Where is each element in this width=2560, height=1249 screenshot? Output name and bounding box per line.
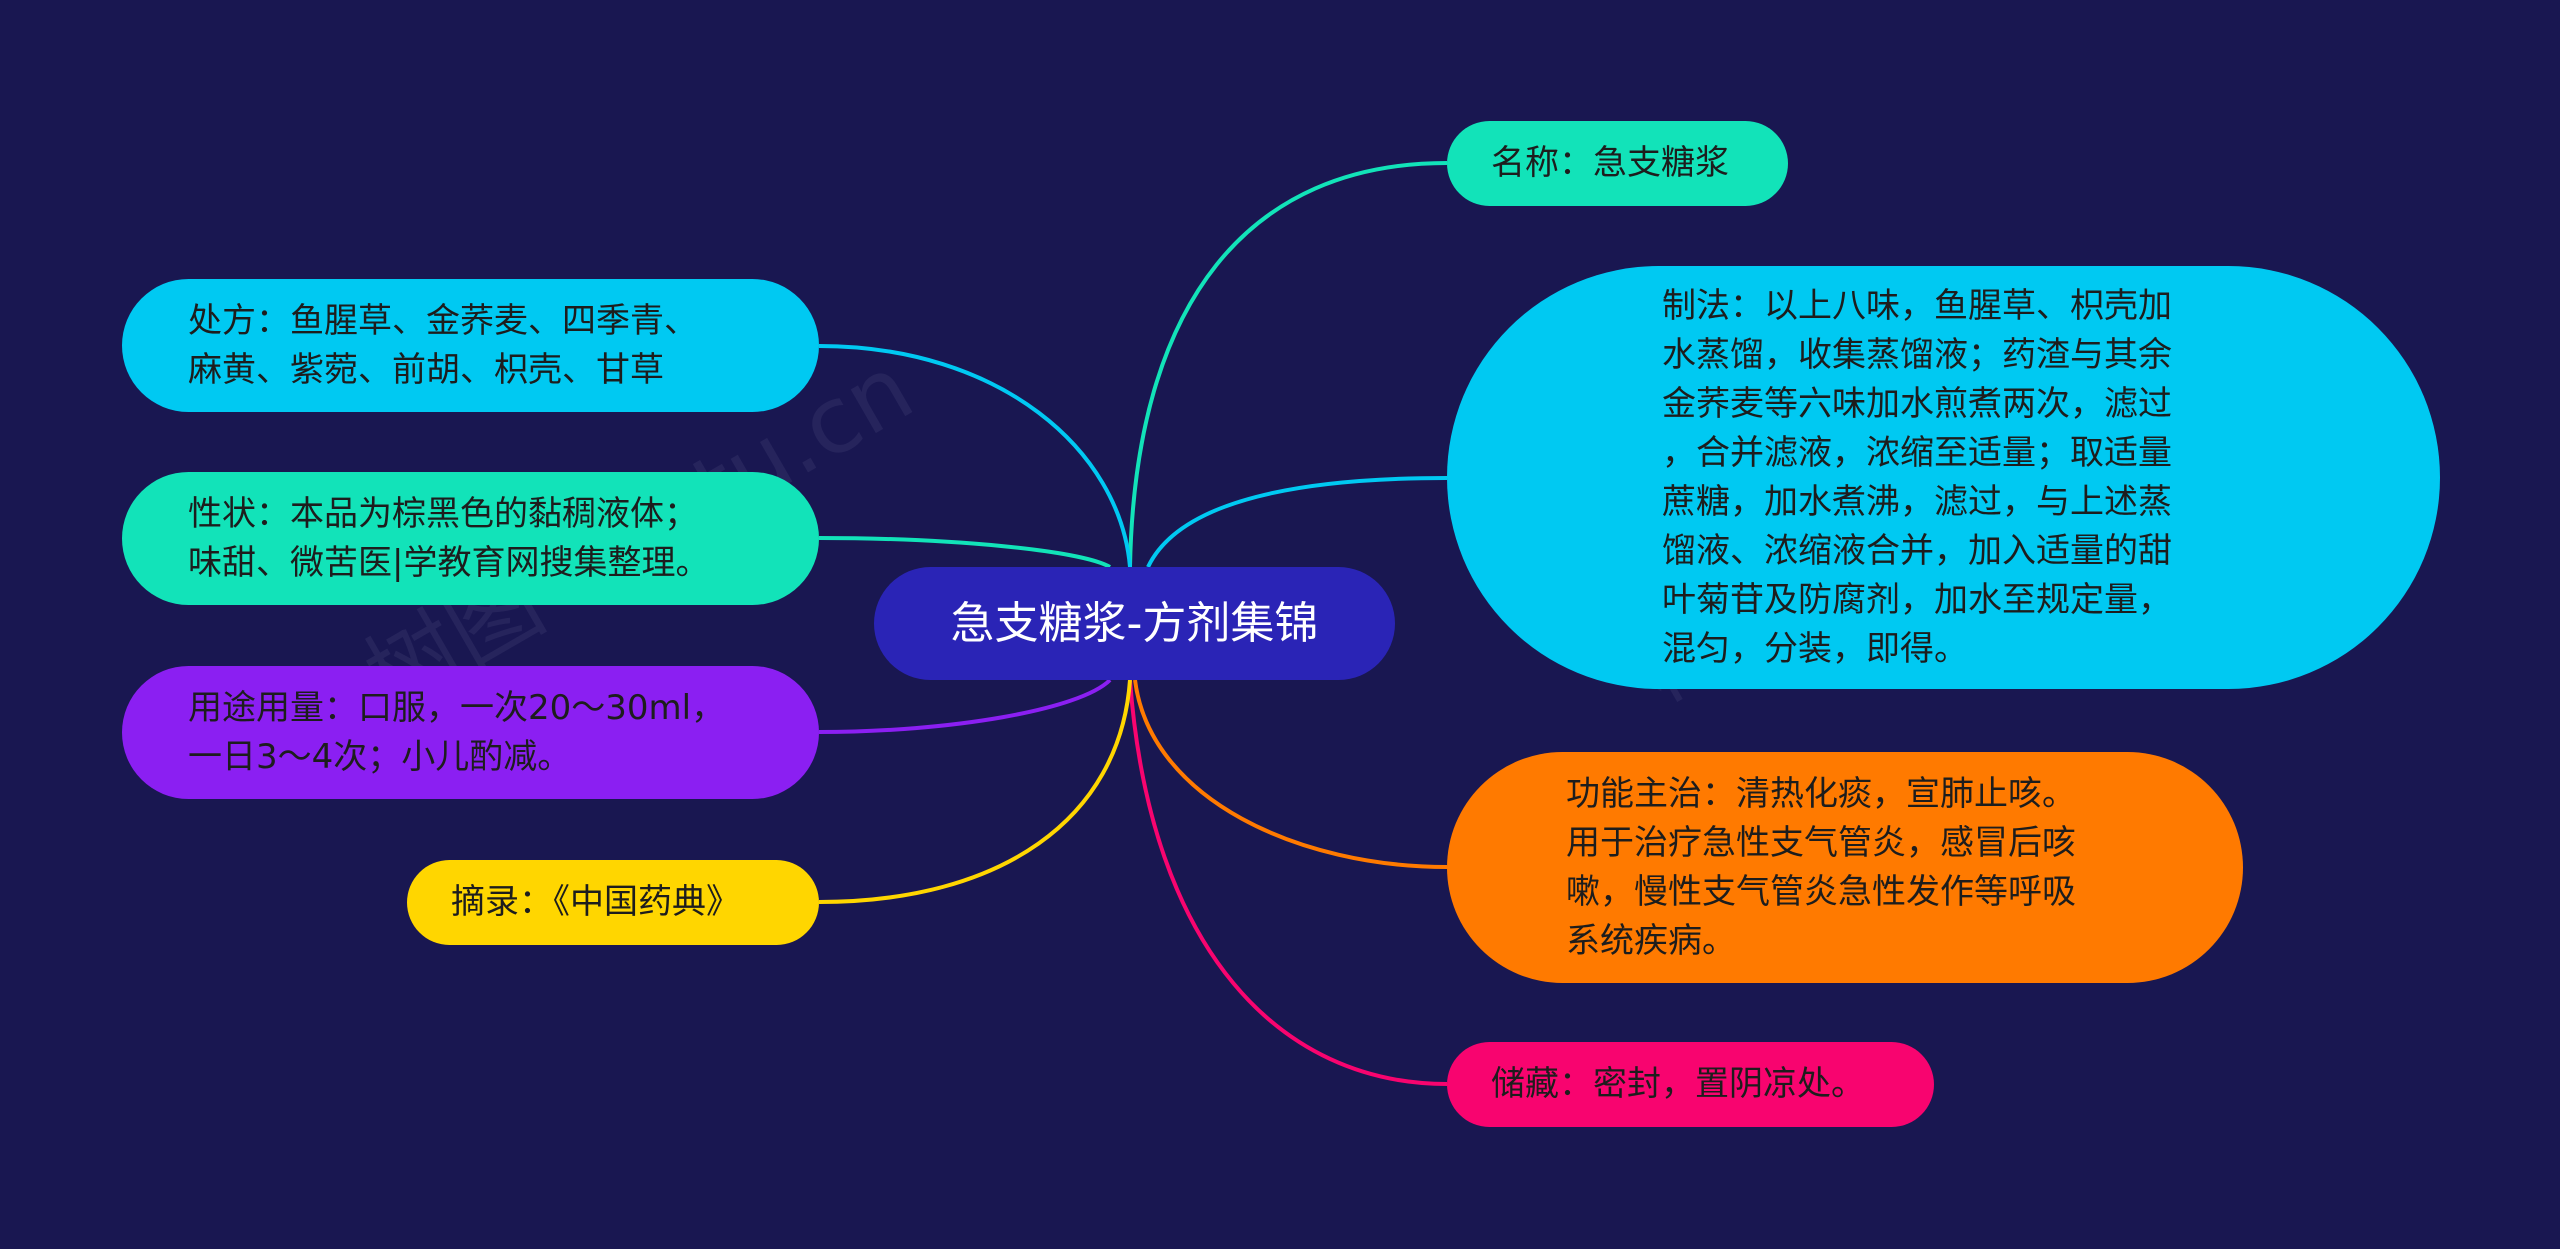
node-storage[interactable]: 储藏：密封，置阴凉处。 (1447, 1042, 1934, 1127)
link-name (1128, 161, 1448, 568)
node-nature[interactable]: 性状：本品为棕黑色的黏稠液体； 味甜、微苦医|学教育网搜集整理。 (122, 472, 819, 605)
node-recipe[interactable]: 处方：鱼腥草、金荞麦、四季青、 麻黄、紫菀、前胡、枳壳、甘草 (122, 279, 819, 412)
link-function (1133, 679, 1448, 869)
link-usage (818, 678, 1112, 734)
node-nature-label: 性状：本品为棕黑色的黏稠液体； 味甜、微苦医|学教育网搜集整理。 (188, 493, 710, 583)
link-method (1146, 476, 1448, 568)
node-function-label: 功能主治：清热化痰，宣肺止咳。 用于治疗急性支气管炎，感冒后咳 嗽，慢性支气管炎… (1566, 773, 2076, 961)
node-usage-label: 用途用量：口服，一次20～30ml， 一日3～4次；小儿酌减。 (188, 687, 726, 777)
node-usage[interactable]: 用途用量：口服，一次20～30ml， 一日3～4次；小儿酌减。 (122, 666, 819, 799)
central-topic-label: 急支糖浆-方剂集锦 (950, 598, 1319, 649)
node-function[interactable]: 功能主治：清热化痰，宣肺止咳。 用于治疗急性支气管炎，感冒后咳 嗽，慢性支气管炎… (1447, 752, 2243, 983)
node-recipe-label: 处方：鱼腥草、金荞麦、四季青、 麻黄、紫菀、前胡、枳壳、甘草 (188, 300, 698, 390)
node-name-label: 名称：急支糖浆 (1491, 143, 1729, 183)
link-source (818, 679, 1132, 904)
link-recipe (818, 344, 1132, 568)
node-source[interactable]: 摘录：《中国药典》 (407, 860, 819, 945)
link-nature (818, 536, 1111, 569)
node-name[interactable]: 名称：急支糖浆 (1447, 121, 1788, 206)
node-method[interactable]: 制法：以上八味，鱼腥草、枳壳加 水蒸馏，收集蒸馏液；药渣与其余 金荞麦等六味加水… (1447, 266, 2440, 689)
node-method-label: 制法：以上八味，鱼腥草、枳壳加 水蒸馏，收集蒸馏液；药渣与其余 金荞麦等六味加水… (1662, 285, 2172, 669)
central-topic[interactable]: 急支糖浆-方剂集锦 (874, 567, 1395, 680)
node-storage-label: 储藏：密封，置阴凉处。 (1491, 1064, 1865, 1104)
link-storage (1128, 679, 1448, 1086)
node-source-label: 摘录：《中国药典》 (451, 882, 740, 922)
